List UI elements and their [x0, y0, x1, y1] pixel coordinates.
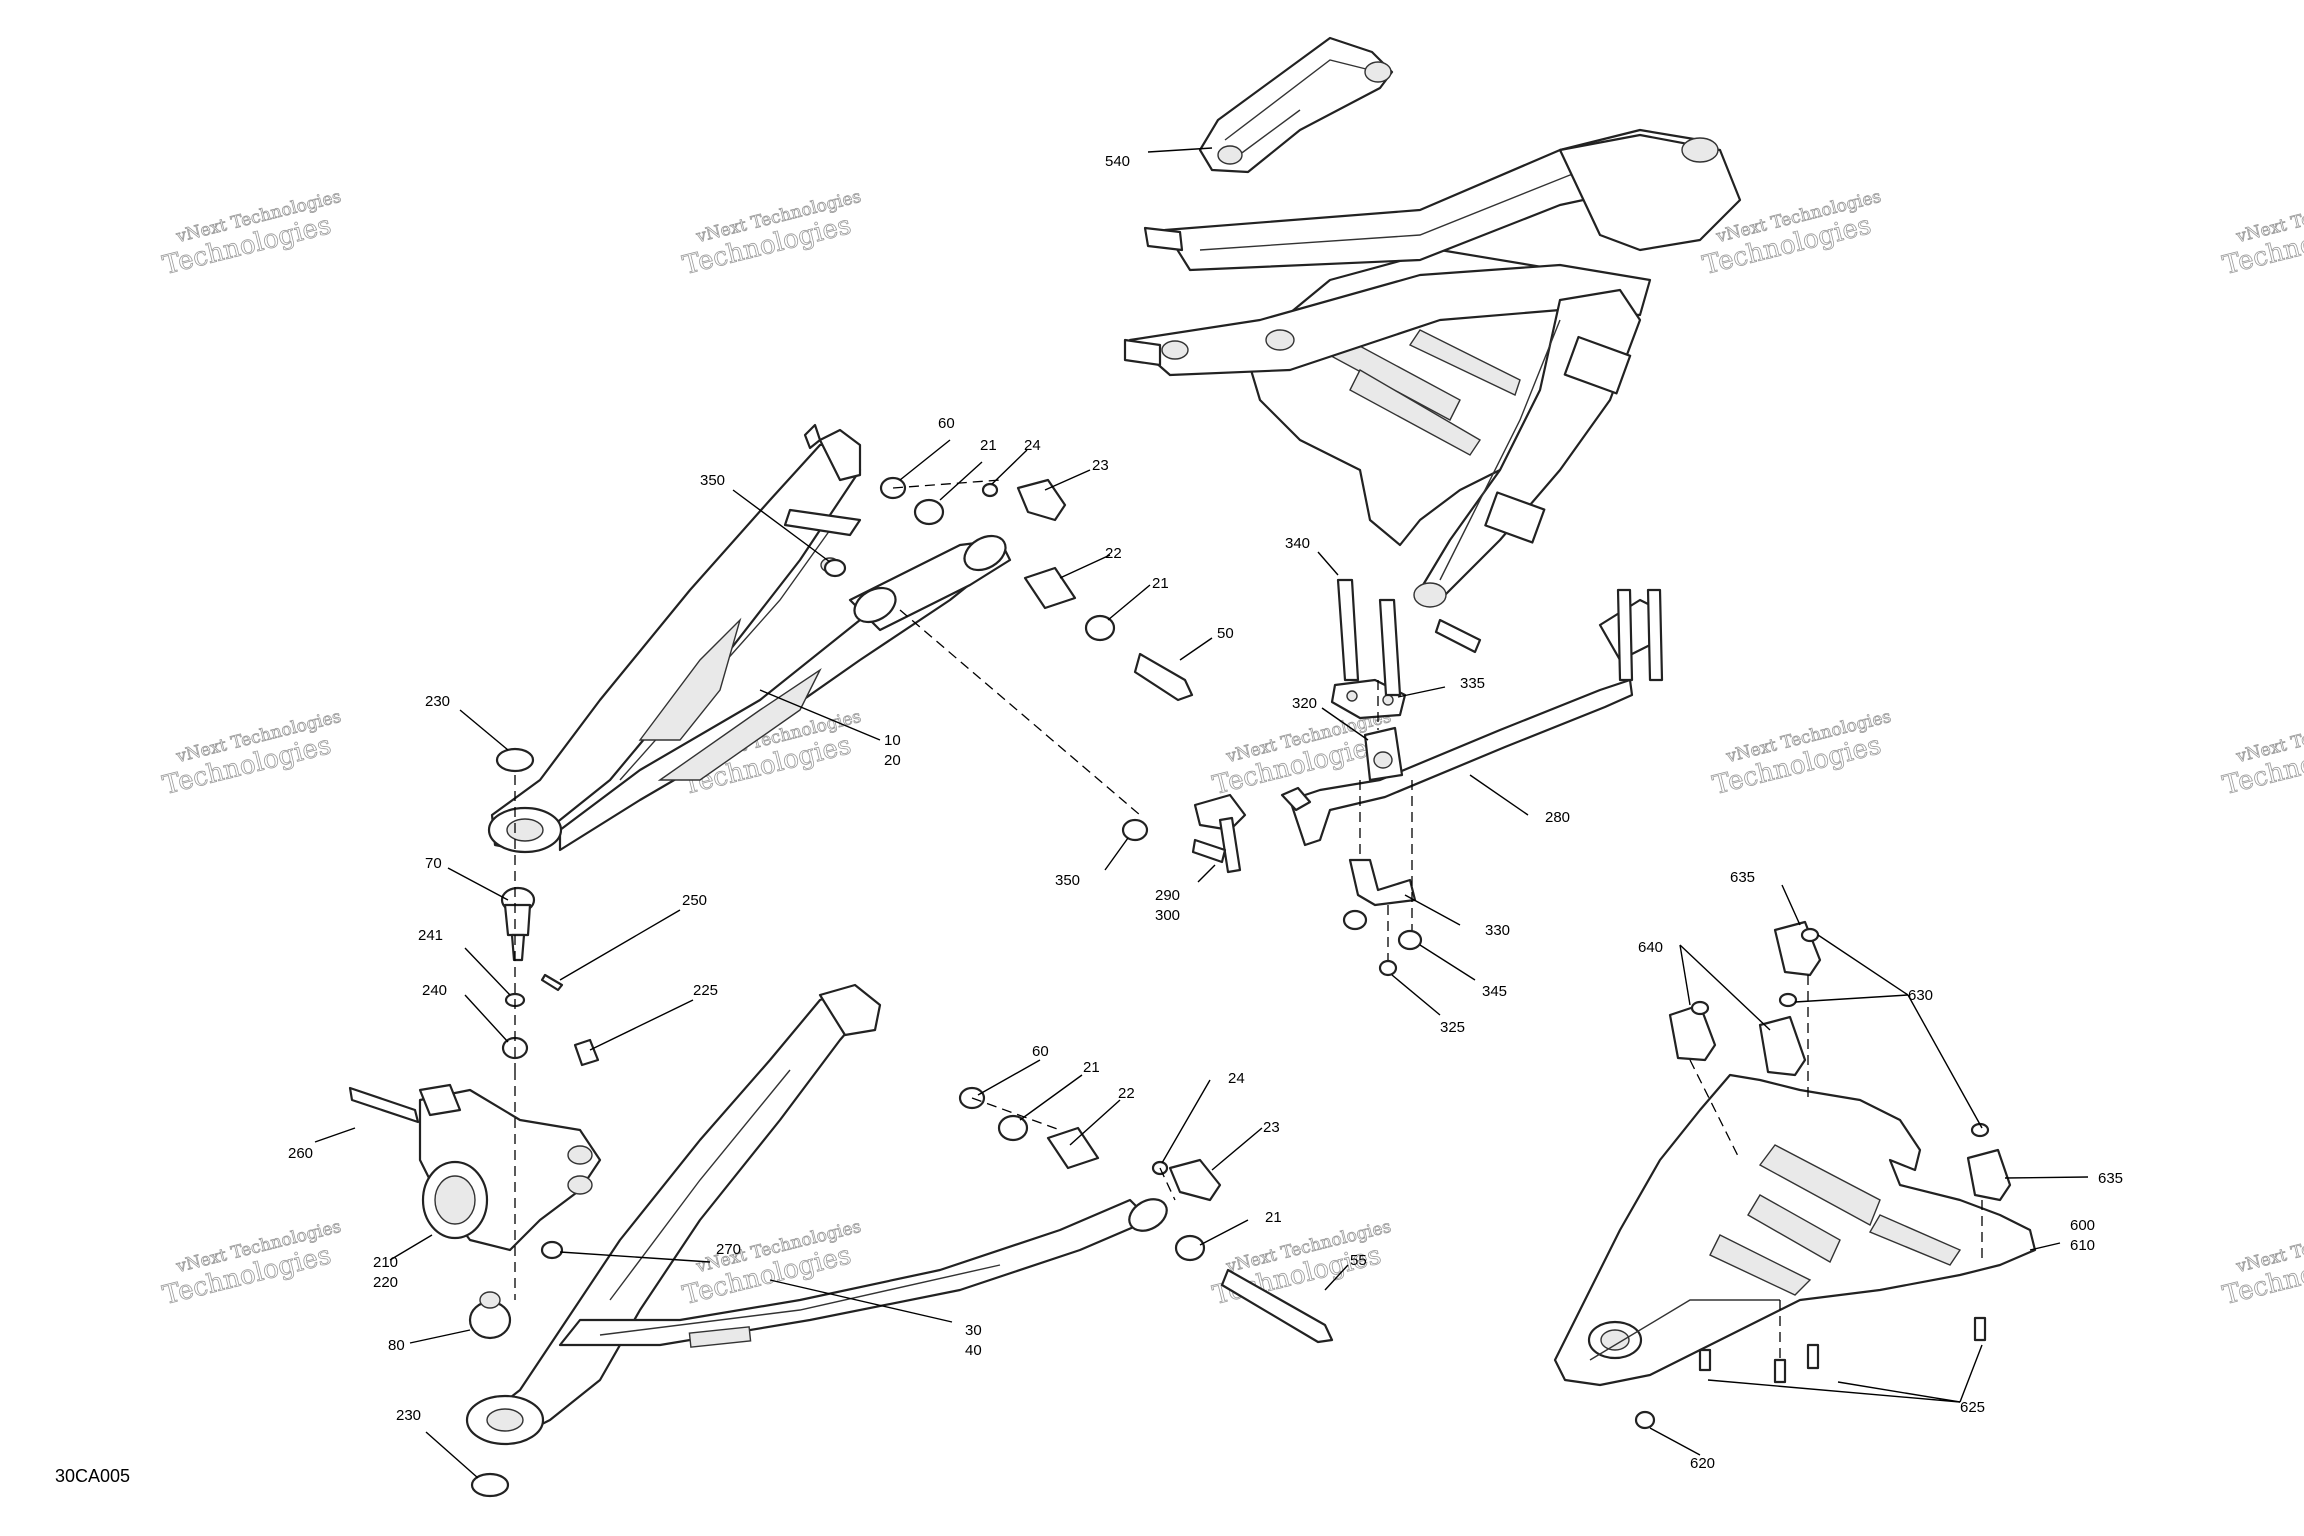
- callout-230: 230: [396, 1407, 421, 1424]
- callout-70: 70: [425, 855, 442, 872]
- callout-540: 540: [1105, 153, 1130, 170]
- callout-635: 635: [1730, 869, 1755, 886]
- part-30-40-lower-a-arm: [465, 983, 1168, 1446]
- callout-250: 250: [682, 892, 707, 909]
- callout-23: 23: [1263, 1119, 1280, 1136]
- part-600-610-skid-plate: [1553, 1073, 2037, 1387]
- callout-330: 330: [1485, 922, 1510, 939]
- callout-325: 325: [1440, 1019, 1465, 1036]
- callout-60: 60: [1032, 1043, 1049, 1060]
- callout-40: 40: [965, 1342, 982, 1359]
- callout-320: 320: [1292, 695, 1317, 712]
- callout-225: 225: [693, 982, 718, 999]
- callout-270: 270: [716, 1241, 741, 1258]
- callout-620: 620: [1690, 1455, 1715, 1472]
- callout-240: 240: [422, 982, 447, 999]
- callout-241: 241: [418, 927, 443, 944]
- callout-60: 60: [938, 415, 955, 432]
- callout-20: 20: [884, 752, 901, 769]
- callout-10: 10: [884, 732, 901, 749]
- callout-280: 280: [1545, 809, 1570, 826]
- callout-labels: 540 60 21 24 23 350 22 21 50 230 10 20 3…: [288, 153, 2123, 1472]
- part-10-20-upper-a-arm: [487, 423, 1012, 854]
- callout-24: 24: [1024, 437, 1041, 454]
- callout-220: 220: [373, 1274, 398, 1291]
- callout-600: 600: [2070, 1217, 2095, 1234]
- callout-300: 300: [1155, 907, 1180, 924]
- callout-340: 340: [1285, 535, 1310, 552]
- callout-260: 260: [288, 1145, 313, 1162]
- callout-21: 21: [1083, 1059, 1100, 1076]
- assembled-front-suspension: [1123, 128, 1742, 682]
- diagram-code: 30CA005: [55, 1466, 130, 1486]
- callout-210: 210: [373, 1254, 398, 1271]
- callout-30: 30: [965, 1322, 982, 1339]
- callout-635: 635: [2098, 1170, 2123, 1187]
- callout-21: 21: [1265, 1209, 1282, 1226]
- part-540-upper-brace: [1198, 36, 1394, 174]
- callout-50: 50: [1217, 625, 1234, 642]
- callout-290: 290: [1155, 887, 1180, 904]
- callout-345: 345: [1482, 983, 1507, 1000]
- callout-21: 21: [980, 437, 997, 454]
- callout-350: 350: [700, 472, 725, 489]
- assembly-lines: [514, 479, 1983, 1360]
- callout-21: 21: [1152, 575, 1169, 592]
- callout-610: 610: [2070, 1237, 2095, 1254]
- part-280-sway-bar: [1280, 678, 1634, 907]
- callout-22: 22: [1105, 545, 1122, 562]
- callout-350: 350: [1055, 872, 1080, 889]
- callout-80: 80: [388, 1337, 405, 1354]
- callout-230: 230: [425, 693, 450, 710]
- part-210-220-steering-knuckle: [418, 1083, 602, 1252]
- callout-335: 335: [1460, 675, 1485, 692]
- callout-22: 22: [1118, 1085, 1135, 1102]
- callout-630: 630: [1908, 987, 1933, 1004]
- callout-24: 24: [1228, 1070, 1245, 1087]
- leader-lines: [314, 147, 2089, 1479]
- callout-23: 23: [1092, 457, 1109, 474]
- callout-625: 625: [1960, 1399, 1985, 1416]
- callout-55: 55: [1350, 1252, 1367, 1269]
- callout-640: 640: [1638, 939, 1663, 956]
